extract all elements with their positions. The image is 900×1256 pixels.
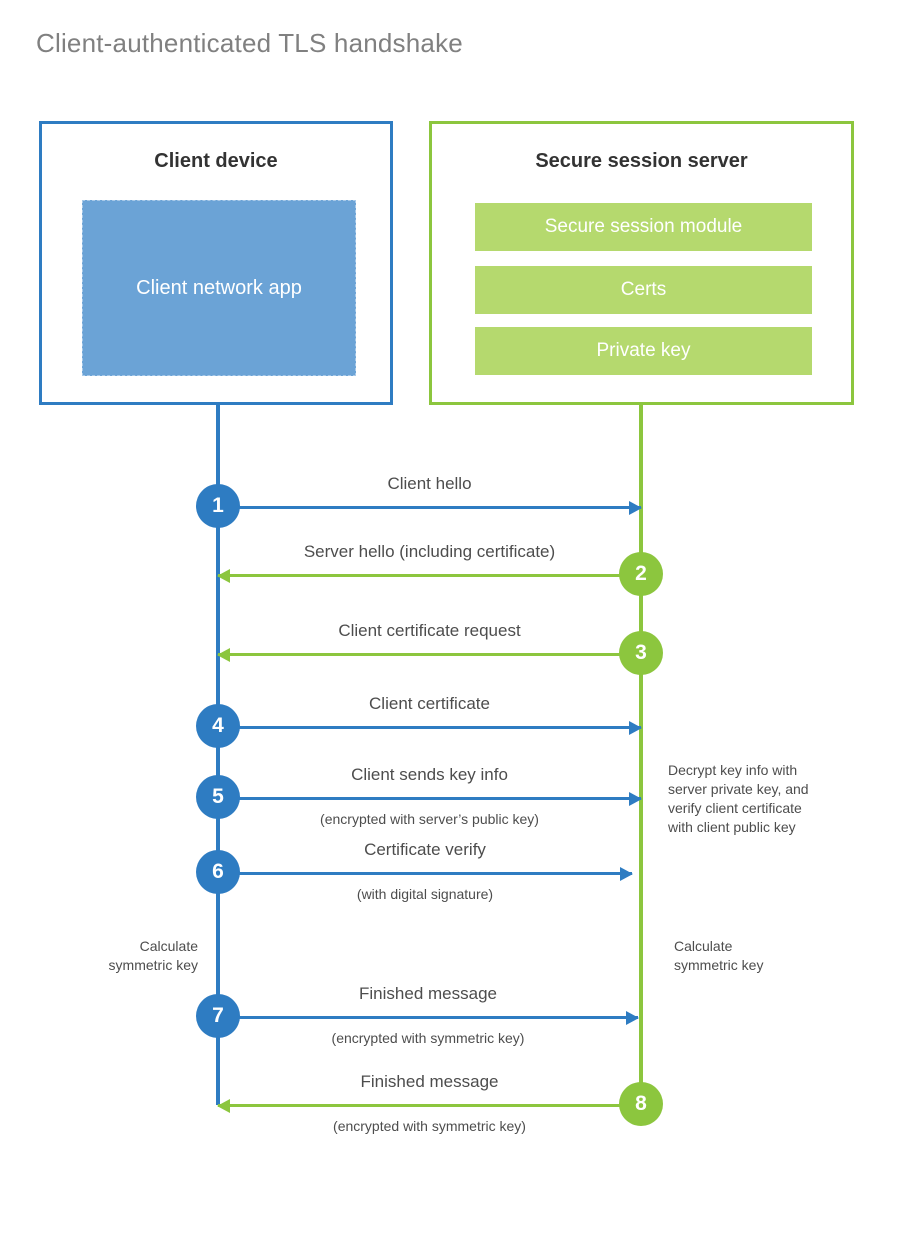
message-label-6: Certificate verify (364, 840, 486, 859)
step-marker-7: 7 (196, 994, 240, 1038)
secure-session-server-box: Secure session server Secure session mod… (429, 121, 854, 405)
step-marker-6: 6 (196, 850, 240, 894)
arrow-head-7 (626, 1011, 639, 1025)
note-client-calculate-symmetric-key: Calculate symmetric key (108, 938, 198, 973)
step-marker-3: 3 (619, 631, 663, 675)
arrow-line-6 (218, 872, 632, 875)
client-device-box: Client device Client network app (39, 121, 393, 405)
message-label-7: Finished message (359, 984, 497, 1003)
arrow-line-5 (218, 797, 641, 800)
message-label-2: Server hello (including certificate) (303, 542, 556, 561)
server-module-secure-session-module: Secure session module (475, 203, 812, 251)
step-marker-8: 8 (619, 1082, 663, 1126)
step-marker-5: 5 (196, 775, 240, 819)
note-server-decrypt: Decrypt key info with server private key… (668, 762, 809, 835)
page-title: Client-authenticated TLS handshake (36, 28, 463, 58)
arrow-head-6 (620, 867, 633, 881)
arrow-head-3 (217, 648, 230, 662)
server-module-certs: Certs (475, 266, 812, 314)
secure-session-server-title: Secure session server (535, 150, 748, 172)
message-sublabel-8: (encrypted with symmetric key) (333, 1118, 526, 1134)
arrow-line-7 (218, 1016, 638, 1019)
arrow-line-4 (218, 726, 641, 729)
message-label-4: Client certificate (369, 694, 490, 713)
message-label-5: Client sends key info (351, 765, 508, 784)
arrow-head-1 (629, 501, 642, 515)
client-network-app-block: Client network app (82, 200, 356, 376)
note-server-calculate-symmetric-key: Calculate symmetric key (674, 938, 764, 973)
step-marker-4: 4 (196, 704, 240, 748)
arrow-head-5 (629, 792, 642, 806)
server-lifeline (639, 405, 643, 1105)
message-label-3: Client certificate request (338, 621, 521, 640)
message-label-1: Client hello (387, 474, 472, 493)
step-marker-2: 2 (619, 552, 663, 596)
client-device-title: Client device (154, 150, 278, 172)
arrow-line-3 (218, 653, 641, 656)
message-label-8: Finished message (360, 1072, 499, 1091)
arrow-head-8 (217, 1099, 230, 1113)
message-sublabel-5: (encrypted with server’s public key) (320, 811, 539, 827)
message-sublabel-6: (with digital signature) (356, 886, 494, 902)
server-module-private-key: Private key (475, 327, 812, 375)
step-marker-1: 1 (196, 484, 240, 528)
arrow-line-1 (218, 506, 641, 509)
client-lifeline (216, 405, 220, 1105)
arrow-line-8 (218, 1104, 641, 1107)
arrow-head-4 (629, 721, 642, 735)
message-sublabel-7: (encrypted with symmetric key) (331, 1030, 525, 1046)
arrow-line-2 (218, 574, 641, 577)
arrow-head-2 (217, 569, 230, 583)
